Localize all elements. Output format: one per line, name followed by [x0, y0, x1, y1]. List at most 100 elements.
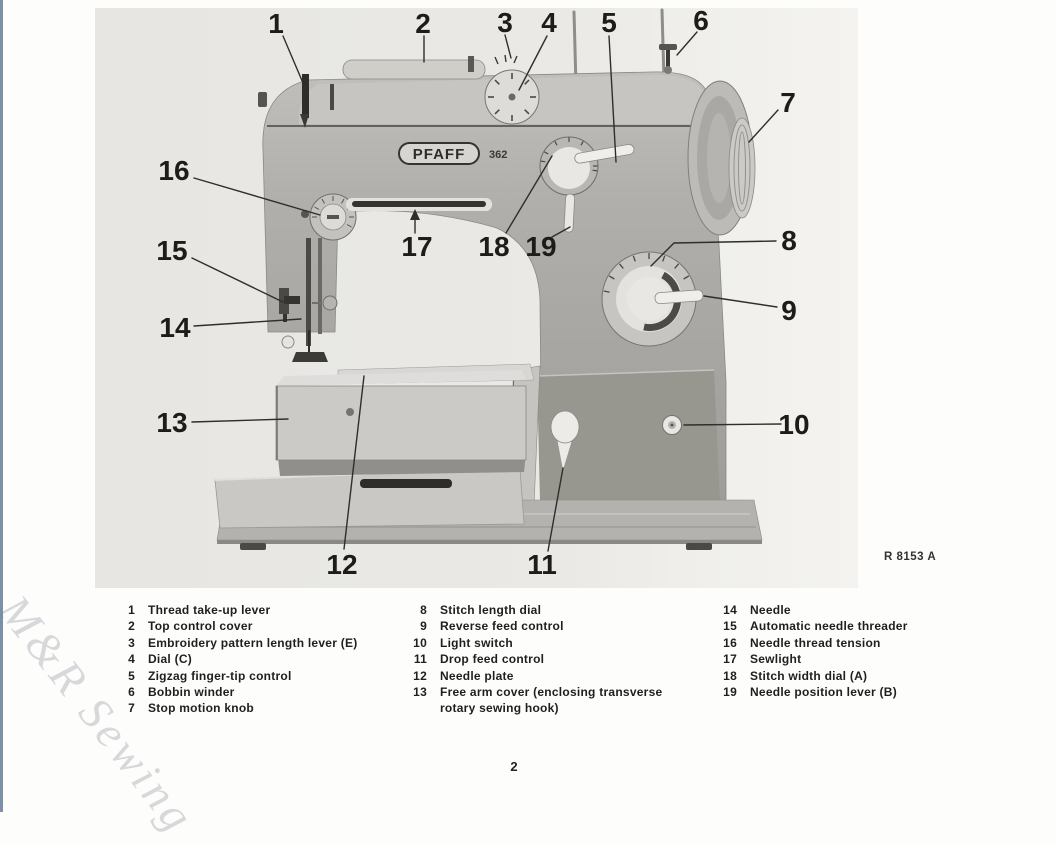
legend-item-15: 15 Automatic needle threader: [719, 618, 1019, 634]
legend-item-label: Stitch width dial (A): [750, 668, 868, 683]
legend-item-7: 7 Stop motion knob: [117, 700, 417, 716]
legend-item-number: 13: [413, 685, 427, 700]
legend-item-number: 16: [723, 635, 737, 650]
legend-item-label: Sewlight: [750, 652, 802, 667]
reverse-feed-control: [654, 289, 704, 305]
legend-column-1: 1 Thread take-up lever 2 Top control cover…: [117, 602, 417, 717]
callout-8: 8: [781, 225, 797, 256]
light-switch: [662, 415, 682, 435]
legend-item-label: Needle position lever (B): [750, 685, 897, 700]
callout-18: 18: [478, 231, 509, 262]
page-number: 2: [510, 759, 518, 774]
callout-13: 13: [156, 407, 187, 438]
legend-item-label: Needle: [750, 603, 791, 617]
bobbin-winder: [659, 44, 677, 74]
legend-item-number: 7: [128, 701, 135, 716]
legend-item-label: Stop motion knob: [148, 701, 254, 716]
legend-item-label: Automatic needle threader: [750, 619, 908, 634]
head-pin: [330, 84, 334, 110]
brand-text: PFAFF: [413, 146, 466, 163]
callout-2: 2: [415, 8, 431, 39]
automatic-needle-threader: [279, 288, 300, 322]
model-text: 362: [489, 149, 507, 161]
legend-item-number: 6: [128, 685, 135, 700]
legend-item-number: 5: [128, 668, 135, 683]
presser-foot: [292, 352, 328, 362]
needle-bar-assembly: [279, 238, 338, 362]
callout-14: 14: [159, 312, 191, 343]
legend-item-6: 6 Bobbin winder: [117, 684, 417, 700]
drop-feed-control: [550, 410, 580, 470]
legend-item-14: 14 Needle: [719, 602, 1019, 618]
legend-item-number: 14: [723, 603, 737, 617]
legend-item-label: Thread take-up lever: [148, 603, 271, 617]
cover-lid-tab: [342, 59, 486, 80]
legend-item-label: Top control cover: [148, 619, 253, 634]
legend-item-8: 8 Stitch length dial: [409, 602, 680, 618]
legend-item-number: 9: [420, 619, 427, 634]
legend-item-label: Dial (C): [148, 652, 192, 667]
cover-latch: [468, 56, 474, 72]
callout-15: 15: [156, 235, 187, 266]
table-slot: [360, 479, 452, 488]
callout-6: 6: [693, 5, 709, 36]
legend-item-number: 8: [420, 603, 427, 617]
legend-item-label: Zigzag finger-tip control: [148, 668, 292, 683]
legend-item-1: 1 Thread take-up lever: [117, 602, 417, 618]
thread-guide: [258, 92, 267, 107]
legend-item-label: Reverse feed control: [440, 619, 564, 634]
legend-item-label: Light switch: [440, 635, 513, 650]
pattern-lever-marks: [494, 54, 518, 65]
arrow-up-icon: [410, 209, 420, 220]
legend-item-label: Drop feed control: [440, 652, 545, 667]
stitch-width-dial: [539, 136, 599, 196]
legend-item-number: 10: [413, 635, 427, 650]
callout-16: 16: [158, 155, 189, 186]
legend-item-number: 12: [413, 668, 427, 683]
needle-position-lever: [563, 193, 576, 233]
page-edge-line: [0, 0, 3, 812]
legend-item-5: 5 Zigzag finger-tip control: [117, 668, 417, 684]
legend-item-3: 3 Embroidery pattern length lever (E): [117, 635, 417, 651]
legend-column-2: 8 Stitch length dial 9 Reverse feed contro…: [409, 602, 680, 717]
extension-table: [214, 467, 525, 529]
thread-take-up-lever: [300, 74, 309, 128]
callout-9: 9: [781, 295, 797, 326]
legend-item-number: 2: [128, 619, 135, 634]
cover-screw: [346, 408, 354, 416]
legend-item-number: 15: [723, 619, 737, 634]
dial-c: [484, 69, 540, 125]
callout-5: 5: [601, 7, 617, 38]
legend-item-number: 3: [128, 635, 135, 650]
legend-item-label: Stitch length dial: [440, 603, 542, 617]
legend-item-number: 11: [413, 652, 427, 667]
legend-item-label: Bobbin winder: [148, 685, 235, 700]
callout-11: 11: [527, 549, 557, 580]
legend-item-16: 16 Needle thread tension: [719, 635, 1019, 651]
callout-7: 7: [780, 87, 796, 118]
callout-10: 10: [778, 409, 809, 440]
leader-lines: [191, 31, 782, 552]
legend-item-2: 2 Top control cover: [117, 618, 417, 634]
callout-19: 19: [525, 231, 556, 262]
callout-17: 17: [401, 231, 432, 262]
legend-item-11: 11 Drop feed control: [409, 651, 680, 667]
legend-item-label: Needle thread tension: [750, 635, 881, 650]
free-arm-cover: [275, 363, 535, 476]
legend-item-number: 1: [128, 603, 135, 617]
legend-item-9: 9 Reverse feed control: [409, 618, 680, 634]
sewlight: [346, 198, 492, 211]
machine-diagram-figure: PFAFF 362: [95, 5, 858, 588]
lower-front-panel: [537, 370, 720, 502]
panel-top-highlight: [536, 369, 715, 377]
legend-item-label: Embroidery pattern length lever (E): [148, 635, 358, 650]
callout-12: 12: [326, 549, 357, 580]
presser-lifter: [281, 335, 295, 349]
